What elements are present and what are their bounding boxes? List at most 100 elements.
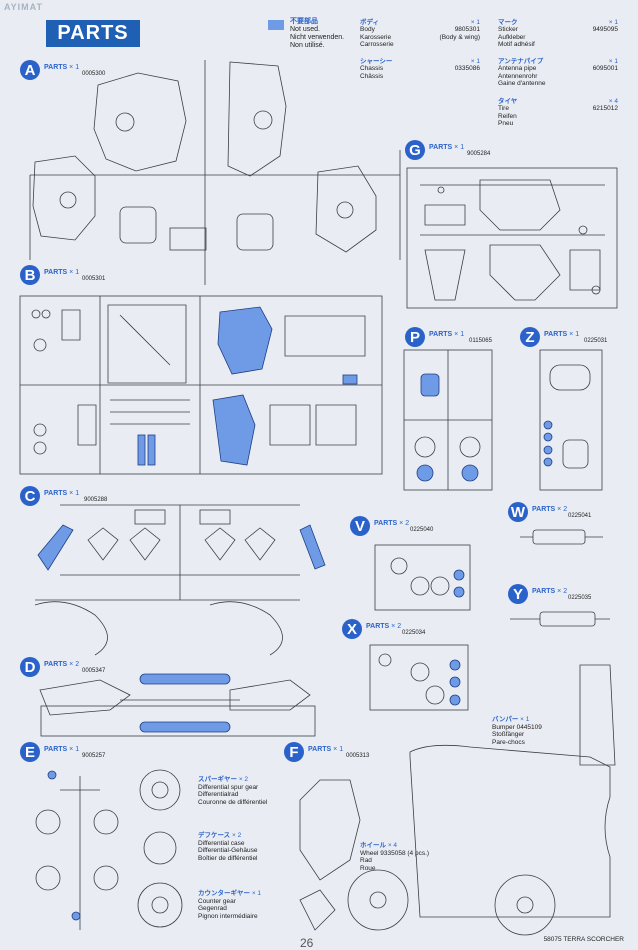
tree-x-blue bbox=[449, 659, 461, 706]
tree-b bbox=[19, 295, 383, 475]
diffcase-jp: デフケース bbox=[198, 832, 231, 839]
section-b-label: PARTS bbox=[44, 268, 68, 276]
section-z-number: 0225031 bbox=[584, 337, 608, 344]
diffcase-line: Differential-Gehäuse bbox=[198, 847, 258, 854]
antenna-line: Antenna pipe bbox=[498, 65, 537, 73]
counter-line: Pignon intermédiaire bbox=[198, 912, 258, 920]
diffcase-line: Boîtier de différentiel bbox=[198, 854, 258, 862]
section-x-badge: X bbox=[342, 619, 362, 639]
diffcase-count: × 2 bbox=[232, 832, 242, 839]
tree-b-blue bbox=[137, 306, 358, 466]
section-y-number: 0225035 bbox=[568, 594, 592, 601]
section-e-label: PARTS bbox=[44, 745, 68, 753]
section-f-number: 0005313 bbox=[346, 752, 370, 759]
counter-line: Counter gear bbox=[198, 897, 236, 905]
body-note: (Body & wing) bbox=[439, 33, 480, 41]
antenna-count: × 1 bbox=[608, 58, 618, 65]
bumper-count: × 1 bbox=[520, 716, 530, 723]
section-f: F PARTS × 1 0005313 bbox=[284, 742, 369, 762]
section-a-badge: A bbox=[20, 60, 40, 80]
section-v-badge: V bbox=[350, 516, 370, 536]
body-line: Carrosserie bbox=[360, 41, 394, 49]
tire-line: Tire bbox=[498, 105, 509, 113]
chassis-jp: シャーシー bbox=[360, 58, 393, 65]
tire-number: 6215012 bbox=[592, 105, 618, 113]
body-number: 9805301 bbox=[454, 26, 480, 34]
bumper-jp: バンパー bbox=[492, 716, 519, 723]
sticker-line: Aufkleber bbox=[498, 33, 526, 41]
spur-line: Couronne de différentiel bbox=[198, 798, 268, 806]
tree-p bbox=[403, 349, 493, 491]
section-b-count: × 1 bbox=[69, 268, 80, 276]
section-a: A PARTS × 1 0005300 bbox=[20, 60, 105, 80]
counter-count: × 1 bbox=[251, 890, 262, 897]
tire-count: × 4 bbox=[608, 98, 618, 105]
bumper-number: 0445109 bbox=[516, 723, 542, 731]
section-x: X PARTS × 2 0225034 bbox=[342, 619, 425, 639]
spur-gear-caption: スパーギヤー × 2 Differential spur gear Differ… bbox=[198, 776, 267, 806]
sticker-number: 9495095 bbox=[592, 26, 618, 34]
section-w-label: PARTS bbox=[532, 505, 556, 513]
chassis-plate bbox=[347, 664, 616, 936]
section-g-badge: G bbox=[405, 140, 425, 160]
body-line: Karosserie bbox=[360, 33, 392, 41]
corner-mark: AYIMAT bbox=[4, 2, 44, 12]
bumper-line: Stoßfänger bbox=[492, 731, 525, 738]
section-v-count: × 2 bbox=[399, 519, 410, 527]
section-b: B PARTS × 1 0005301 bbox=[20, 265, 105, 285]
section-a-label: PARTS bbox=[44, 63, 68, 71]
section-a-number: 0005300 bbox=[82, 70, 106, 77]
sticker-line: Motif adhésif bbox=[498, 41, 535, 49]
wheel-count: × 4 bbox=[387, 842, 398, 849]
section-b-badge: B bbox=[20, 265, 40, 285]
section-c-label: PARTS bbox=[44, 489, 68, 497]
section-z-count: × 1 bbox=[569, 330, 580, 338]
tree-z-blue bbox=[543, 420, 553, 467]
tree-d-blue bbox=[139, 673, 231, 733]
chassis-number: 0335086 bbox=[454, 65, 480, 73]
tire-line: Pneu bbox=[498, 120, 514, 128]
counter-gear-caption: カウンターギヤー × 1 Counter gear Gegenrad Pigno… bbox=[198, 890, 261, 920]
section-w-count: × 2 bbox=[557, 505, 568, 513]
section-e-number: 9005257 bbox=[82, 752, 106, 759]
tire-line: Reifen bbox=[498, 112, 517, 120]
tree-x bbox=[369, 644, 469, 711]
section-v-number: 0225040 bbox=[410, 526, 434, 533]
section-f-badge: F bbox=[284, 742, 304, 762]
unused-legend: 不要部品 Not used. Nicht verwenden. Non util… bbox=[290, 18, 344, 50]
section-x-count: × 2 bbox=[391, 622, 402, 630]
wheel-caption: ホイール × 4 Wheel 9335058 (4 pcs.) Rad Roue bbox=[360, 842, 429, 872]
section-z: Z PARTS × 1 0225031 bbox=[520, 327, 607, 347]
body-line: Body bbox=[360, 26, 375, 34]
section-c: C PARTS × 1 9005288 bbox=[20, 486, 107, 506]
wheel-jp: ホイール bbox=[360, 842, 386, 849]
antenna-line: Antennenrohr bbox=[498, 72, 538, 80]
model-reference: 58075 TERRA SCORCHER bbox=[543, 936, 624, 943]
section-w-badge: W bbox=[508, 502, 528, 522]
section-x-label: PARTS bbox=[366, 622, 390, 630]
section-y: Y PARTS × 2 0225035 bbox=[508, 584, 591, 604]
spur-line: Differential spur gear bbox=[198, 783, 259, 791]
bumper-line: Bumper bbox=[492, 723, 515, 731]
section-p-count: × 1 bbox=[454, 330, 465, 338]
section-p-badge: P bbox=[405, 327, 425, 347]
bumper-caption: バンパー × 1 Bumper 0445109 Stoßfänger Pare-… bbox=[492, 716, 542, 746]
chassis-count: × 1 bbox=[470, 58, 480, 65]
section-p-number: 0115065 bbox=[469, 337, 492, 344]
section-d-number: 0005347 bbox=[82, 667, 106, 674]
section-b-number: 0005301 bbox=[82, 275, 106, 282]
section-g-count: × 1 bbox=[454, 143, 465, 151]
wheel-line: Rad bbox=[360, 857, 372, 864]
tree-d bbox=[39, 679, 316, 737]
section-y-count: × 2 bbox=[557, 587, 568, 595]
section-d-badge: D bbox=[20, 657, 40, 677]
tree-f bbox=[299, 779, 361, 931]
section-c-badge: C bbox=[20, 486, 40, 506]
chassis-line: Chassis bbox=[360, 65, 384, 73]
